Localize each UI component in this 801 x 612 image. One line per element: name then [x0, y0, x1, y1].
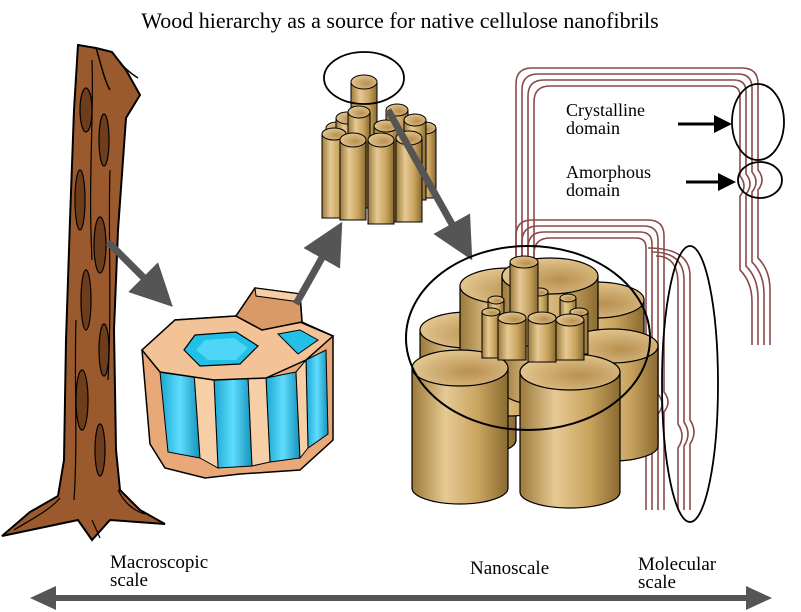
- amorphous-label-line2: domain: [566, 180, 620, 200]
- scale-axis-arrow: [30, 586, 772, 610]
- cellulose-chains: [515, 67, 771, 510]
- nanoscale-fibril-bundle: [405, 245, 659, 509]
- amorphous-domain-ellipse: [737, 161, 783, 199]
- amorphous-label-line1: Amorphous: [566, 162, 651, 182]
- diagram-title: Wood hierarchy as a source for native ce…: [141, 8, 658, 33]
- small-bundle-highlight-circle: [323, 51, 405, 105]
- molecular-highlight-ellipse: [661, 245, 719, 523]
- arrow-trunk-to-cell: [105, 239, 173, 307]
- crystalline-label-line2: domain: [566, 118, 620, 138]
- molecular-scale-label-line2: scale: [638, 572, 676, 593]
- crystalline-label-line1: Crystalline: [566, 100, 645, 120]
- nanoscale-label: Nanoscale: [470, 558, 549, 579]
- arrow-bundle-to-nanoscale: [384, 108, 473, 261]
- macroscopic-scale-label-line2: scale: [110, 570, 148, 591]
- tree-trunk-illustration: [1, 43, 166, 542]
- crystalline-domain-ellipse: [731, 83, 785, 161]
- molecular-scale-label-line1: Molecular: [638, 554, 717, 575]
- small-fibril-bundle: [321, 51, 437, 225]
- nanoscale-highlight-circle: [405, 245, 651, 431]
- wood-cell-block-illustration: [140, 287, 335, 479]
- macroscopic-scale-label-line1: Macroscopic: [110, 552, 208, 573]
- arrow-cell-to-bundle: [292, 221, 343, 306]
